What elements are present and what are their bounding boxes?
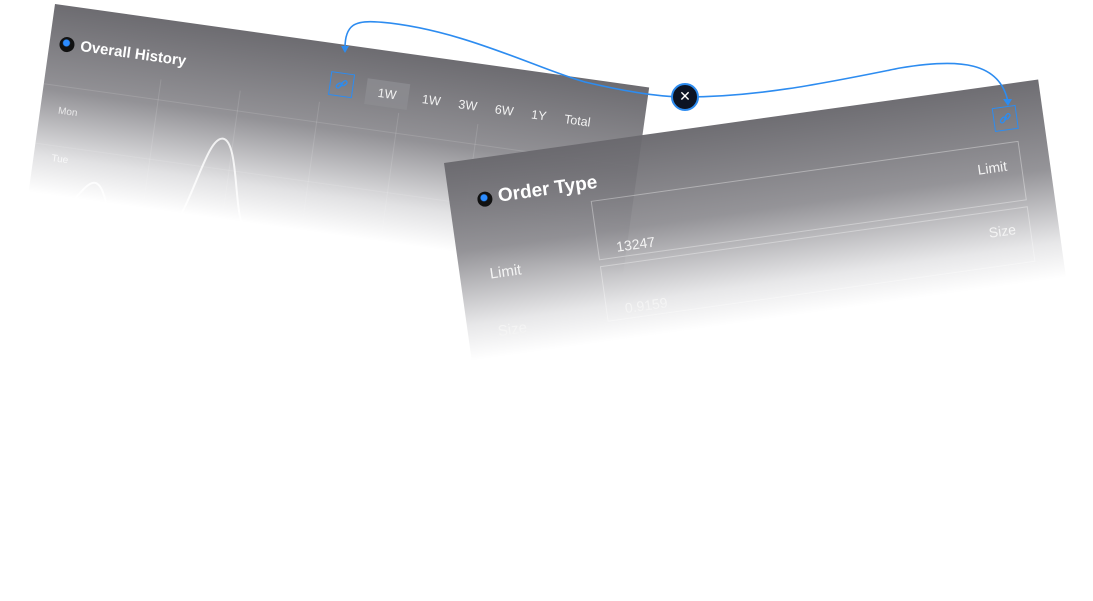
link-icon [999,112,1011,124]
size-unit: Size [987,221,1017,241]
size-value: 0.9159 [623,294,669,317]
limit-unit: Limit [976,157,1008,178]
field-label-size: Size [496,319,529,341]
field-label-limit: Limit [488,261,523,283]
order-link-button[interactable] [991,104,1019,133]
status-dot-icon [476,190,494,208]
disconnect-button[interactable]: ✕ [671,83,699,111]
order-title-row: Order Type [476,172,599,211]
order-title: Order Type [496,171,599,207]
close-icon: ✕ [679,89,691,105]
history-line [66,137,271,237]
order-type-panel: Order Type Limit Limit 13247 Size Size 0… [444,79,1066,362]
limit-value: 13247 [615,233,657,255]
